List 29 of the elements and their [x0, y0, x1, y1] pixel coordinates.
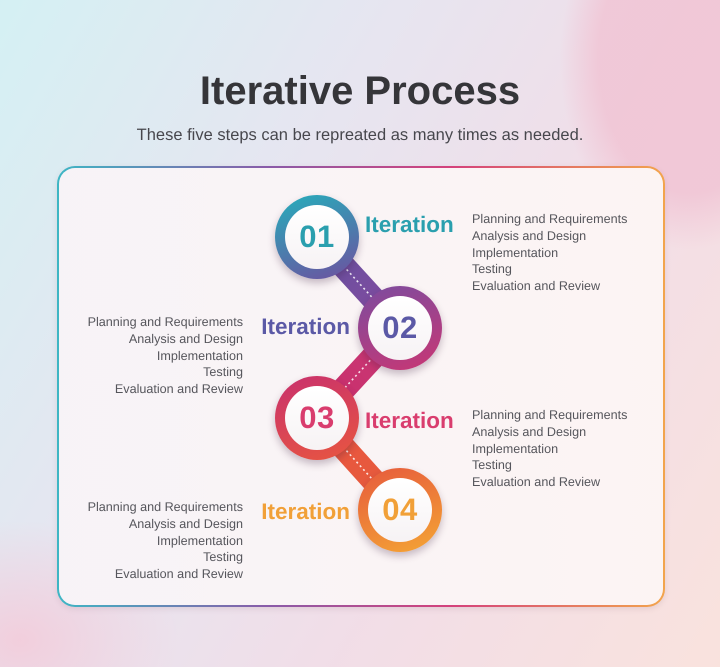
step-text: Planning and Requirements: [472, 407, 628, 424]
step-text: Testing: [472, 261, 512, 278]
step-text: Testing: [472, 457, 512, 474]
step-text: Analysis and Design: [472, 424, 586, 441]
step-text: Evaluation and Review: [114, 381, 243, 398]
step-text: Implementation: [156, 348, 243, 365]
step-text: Implementation: [472, 440, 558, 458]
step-text: Implementation: [156, 532, 243, 550]
step-text: Planning and Requirements: [88, 314, 243, 331]
step-text: Implementation: [472, 244, 558, 262]
step-text: Testing: [203, 364, 243, 382]
iteration-heading: Iteration: [261, 314, 350, 340]
step-text: Planning and Requirements: [88, 499, 243, 516]
step-text: Evaluation and Review: [472, 474, 600, 492]
connector: [334, 348, 382, 398]
step-text: Evaluation and Review: [114, 566, 243, 584]
connector: [334, 438, 383, 490]
step-text: Testing: [203, 549, 243, 566]
step-text: Evaluation and Review: [472, 278, 600, 296]
step-text: Planning and Requirements: [472, 211, 628, 228]
connector: [334, 258, 383, 308]
step-text: Analysis and Design: [128, 516, 243, 533]
step-text: Analysis and Design: [472, 228, 586, 245]
subtitle: These five steps can be repreated as many times as needed.: [136, 125, 584, 146]
step-text: Analysis and Design: [128, 330, 243, 348]
iteration-heading: Iteration: [365, 212, 454, 238]
iteration-heading: Iteration: [261, 499, 350, 525]
title: Iterative Process: [198, 68, 522, 115]
iteration-heading: Iteration: [365, 408, 454, 434]
